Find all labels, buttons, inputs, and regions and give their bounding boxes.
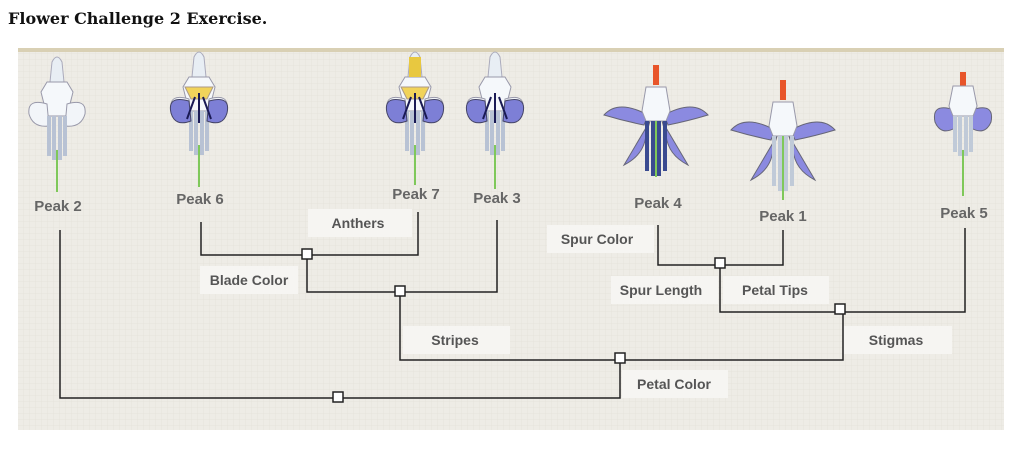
flower-peak-4 (603, 65, 709, 177)
peak-label-4: Peak 4 (634, 195, 682, 212)
trait-stripes: Stripes (431, 332, 479, 348)
trait-stigmas: Stigmas (869, 332, 924, 348)
flower-peak-7 (384, 50, 446, 185)
trait-blade-color: Blade Color (210, 272, 289, 288)
peak-label-6: Peak 6 (176, 191, 224, 208)
peak-label-5: Peak 5 (940, 205, 988, 222)
panel-top-border (18, 48, 1004, 52)
peak-label-3: Peak 3 (473, 190, 521, 207)
node-stigmas[interactable] (834, 303, 846, 315)
page-title: Flower Challenge 2 Exercise. (8, 9, 268, 28)
peak-label-2: Peak 2 (34, 198, 82, 215)
peak-label-1: Peak 1 (759, 208, 807, 225)
node-stripes[interactable] (614, 352, 626, 364)
flower-peak-6 (168, 50, 230, 187)
flower-peak-5 (933, 72, 993, 196)
flower-peak-1 (730, 80, 836, 200)
flower-peak-2 (26, 55, 88, 192)
trait-petal-tips: Petal Tips (742, 282, 808, 298)
trait-spur-length: Spur Length (620, 282, 702, 298)
trait-anthers: Anthers (332, 215, 385, 231)
node-anthers[interactable] (301, 248, 313, 260)
node-petal-color[interactable] (332, 391, 344, 403)
peak-label-7: Peak 7 (392, 186, 440, 203)
flower-peak-3 (464, 50, 526, 189)
trait-spur-color: Spur Color (561, 231, 634, 247)
node-spur-length[interactable] (714, 257, 726, 269)
trait-petal-color: Petal Color (637, 376, 711, 392)
node-blade-color[interactable] (394, 285, 406, 297)
